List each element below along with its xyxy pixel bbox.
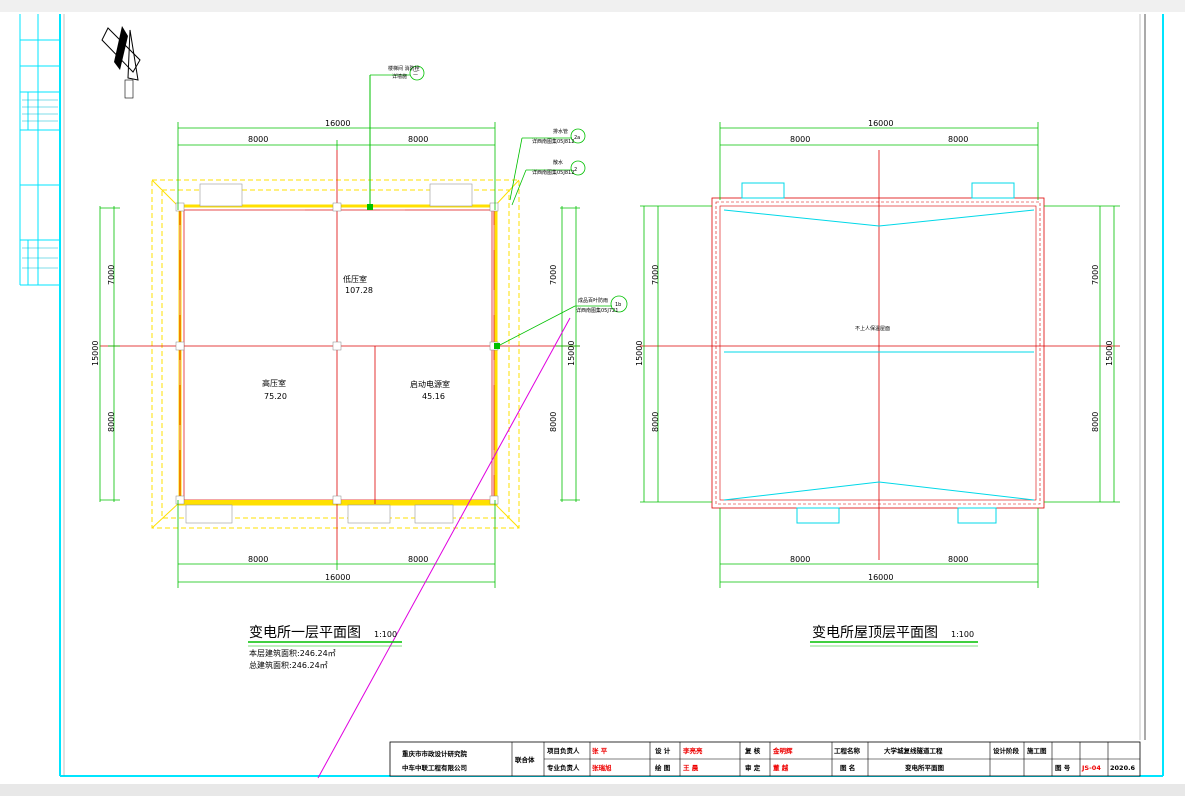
room-labels: 低压室 107.28 高压室 75.20 启动电源室 45.16 (262, 274, 450, 401)
left-title-block: 变电所一层平面图 1:100 本层建筑面积:246.24㎡ 总建筑面积:246.… (248, 625, 402, 670)
roof-plan: 不上人保温屋面 (640, 122, 1120, 588)
svg-text:工程名称: 工程名称 (834, 746, 861, 755)
svg-text:张瑞旭: 张瑞旭 (592, 763, 612, 772)
svg-text:张 平: 张 平 (592, 746, 608, 755)
r-dim-half-left-top: 8000 (790, 135, 810, 144)
right-dims: 16000 8000 8000 8000 8000 16000 15000 70… (635, 119, 1114, 582)
margin-stamps (22, 99, 58, 269)
svg-text:项目负责人: 项目负责人 (547, 746, 580, 755)
dim-half-right-bottom: 8000 (408, 555, 428, 564)
r-dim-depth-right: 15000 (1105, 341, 1114, 366)
svg-text:二: 二 (413, 71, 418, 77)
dim-half-left-top: 8000 (248, 135, 268, 144)
svg-text:金明辉: 金明辉 (772, 746, 793, 755)
room-start-power: 启动电源室 (410, 379, 450, 389)
svg-text:设计阶段: 设计阶段 (993, 746, 1020, 755)
company-2: 中车中联工程有限公司 (402, 763, 467, 772)
r-dim-top-bay-left: 7000 (651, 265, 660, 285)
r-dim-bottom-bay-left: 8000 (651, 412, 660, 432)
svg-text:详墙施: 详墙施 (392, 73, 407, 80)
room-high-voltage: 高压室 (262, 378, 286, 388)
svg-text:图 号: 图 号 (1055, 763, 1071, 772)
r-dim-total-bottom: 16000 (868, 573, 893, 582)
dim-top-bay-left: 7000 (107, 265, 116, 285)
floor-area: 本层建筑面积:246.24㎡ (249, 648, 336, 658)
r-dim-total-top: 16000 (868, 119, 893, 128)
svg-text:董 越: 董 越 (773, 763, 789, 772)
svg-text:大学城复线隧道工程: 大学城复线隧道工程 (884, 746, 943, 755)
svg-text:施工图: 施工图 (1027, 746, 1047, 755)
left-plan-scale: 1:100 (374, 630, 397, 639)
svg-text:设 计: 设 计 (655, 746, 671, 755)
leader-line (317, 317, 571, 779)
r-dim-half-right-bottom: 8000 (948, 555, 968, 564)
dim-bottom-bay-left: 8000 (107, 412, 116, 432)
room-low-voltage: 低压室 (343, 274, 367, 284)
svg-text:绘 图: 绘 图 (655, 763, 671, 772)
r-dim-bottom-bay-right: 8000 (1091, 412, 1100, 432)
svg-text:2a: 2a (574, 135, 580, 141)
svg-text:王 晨: 王 晨 (683, 763, 699, 772)
room-high-voltage-area: 75.20 (264, 392, 287, 401)
svg-text:排水管: 排水管 (553, 128, 568, 135)
title-block: 重庆市市政设计研究院 中车中联工程有限公司 联合体 项目负责人 张 平 专业负责… (389, 741, 1141, 777)
svg-text:成品百叶防雨: 成品百叶防雨 (578, 297, 608, 304)
svg-text:审 定: 审 定 (745, 763, 761, 772)
north-arrow (101, 26, 141, 99)
dim-depth-right: 15000 (567, 341, 576, 366)
svg-text:详西南图集05J812: 详西南图集05J812 (532, 138, 574, 145)
dim-half-right-top: 8000 (408, 135, 428, 144)
room-low-voltage-area: 107.28 (345, 286, 373, 295)
room-start-power-area: 45.16 (422, 392, 445, 401)
left-dims: 16000 8000 8000 8000 8000 16000 15000 70… (91, 119, 576, 582)
dim-depth-left: 15000 (91, 341, 100, 366)
top-strip (0, 0, 1185, 12)
r-dim-half-left-bottom: 8000 (790, 555, 810, 564)
svg-text:详西南图集05J721: 详西南图集05J721 (576, 307, 618, 314)
dim-half-left-bottom: 8000 (248, 555, 268, 564)
svg-text:专业负责人: 专业负责人 (547, 763, 580, 772)
joint-venture: 联合体 (515, 755, 535, 764)
company-1: 重庆市市政设计研究院 (402, 749, 468, 758)
svg-text:JS-04: JS-04 (1081, 764, 1101, 772)
right-plan-title: 变电所屋顶层平面图 (812, 625, 938, 641)
svg-text:1b: 1b (615, 302, 621, 308)
bottom-scrollbar[interactable] (0, 784, 1185, 796)
dim-total-top: 16000 (325, 119, 350, 128)
r-dim-top-bay-right: 7000 (1091, 265, 1100, 285)
svg-text:2020.6: 2020.6 (1110, 764, 1136, 772)
dim-bottom-bay-right: 8000 (549, 412, 558, 432)
svg-text:详西南图集05J812: 详西南图集05J812 (532, 169, 574, 176)
dim-top-bay-right: 7000 (549, 265, 558, 285)
roof-note: 不上人保温屋面 (855, 325, 890, 332)
svg-text:变电所平面图: 变电所平面图 (905, 763, 945, 772)
total-area: 总建筑面积:246.24㎡ (249, 660, 328, 670)
svg-text:散水: 散水 (553, 159, 563, 166)
r-dim-depth-left: 15000 (635, 341, 644, 366)
svg-text:图 名: 图 名 (840, 763, 855, 772)
right-title-block: 变电所屋顶层平面图 1:100 (810, 625, 978, 647)
left-plan-title: 变电所一层平面图 (249, 625, 361, 641)
r-dim-half-right-top: 8000 (948, 135, 968, 144)
dim-total-bottom: 16000 (325, 573, 350, 582)
svg-text:复 核: 复 核 (744, 746, 761, 755)
svg-text:楼梯间 消防栓: 楼梯间 消防栓 (388, 65, 420, 72)
right-plan-scale: 1:100 (951, 630, 974, 639)
svg-text:2: 2 (574, 167, 577, 173)
svg-text:李亮亮: 李亮亮 (682, 746, 703, 755)
